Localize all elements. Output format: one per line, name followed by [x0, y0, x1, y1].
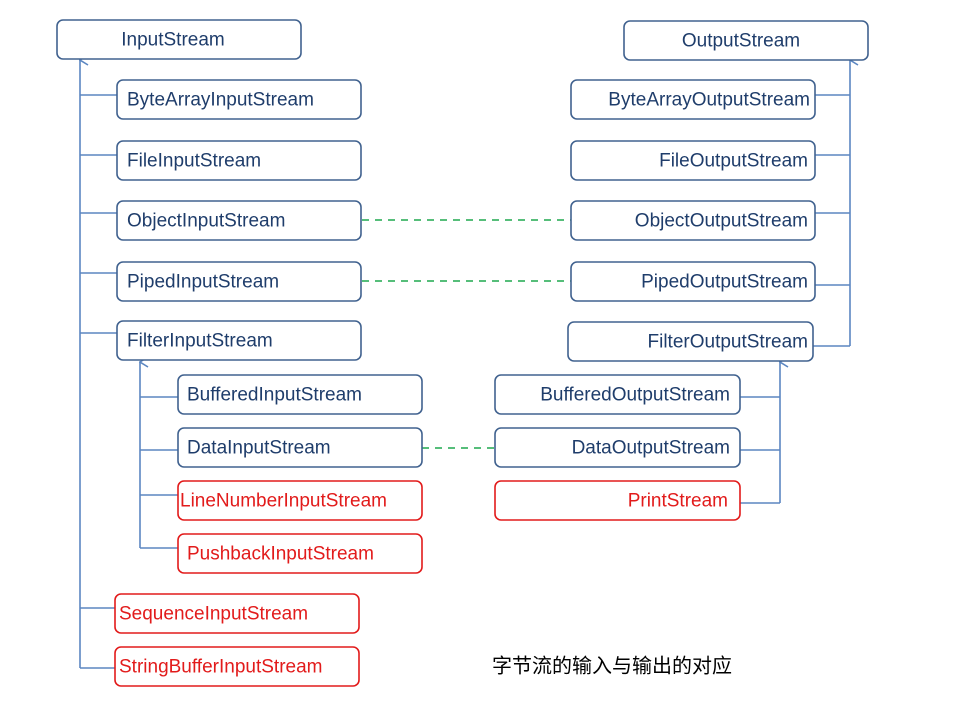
file-input-stream-node: FileInputStream — [116, 140, 362, 181]
sequence-input-stream-node: SequenceInputStream — [114, 593, 360, 634]
line-number-input-stream-node: LineNumberInputStream — [177, 480, 423, 521]
print-stream-label: PrintStream — [628, 491, 728, 512]
filter-input-stream-box — [116, 320, 362, 361]
piped-output-stream-box — [570, 261, 816, 302]
buffered-output-stream-label: BufferedOutputStream — [540, 385, 730, 406]
object-output-stream-box — [570, 200, 816, 241]
byte-array-input-stream-node: ByteArrayInputStream — [116, 79, 362, 120]
file-output-stream-box — [570, 140, 816, 181]
inheritance-connectors — [80, 60, 850, 669]
byte-array-output-stream-label: ByteArrayOutputStream — [608, 90, 810, 111]
buffered-input-stream-box — [177, 374, 423, 415]
output-stream-node: OutputStream — [623, 20, 869, 61]
filter-output-stream-node: FilterOutputStream — [567, 321, 814, 362]
buffered-input-stream-node: BufferedInputStream — [177, 374, 423, 415]
data-output-stream-label: DataOutputStream — [572, 438, 730, 459]
file-input-stream-box — [116, 140, 362, 181]
input-stream-box — [56, 19, 302, 60]
piped-input-stream-box — [116, 261, 362, 302]
filter-output-stream-box — [567, 321, 814, 362]
object-input-stream-node: ObjectInputStream — [116, 200, 362, 241]
filter-output-stream-label: FilterOutputStream — [648, 332, 809, 353]
file-output-stream-label: FileOutputStream — [659, 151, 808, 172]
object-output-stream-node: ObjectOutputStream — [570, 200, 816, 241]
piped-output-stream-label: PipedOutputStream — [641, 272, 808, 293]
filter-input-stream-label: FilterInputStream — [127, 331, 273, 352]
string-buffer-input-stream-node: StringBufferInputStream — [114, 646, 360, 687]
buffered-output-stream-box — [494, 374, 741, 415]
sequence-input-stream-label: SequenceInputStream — [119, 604, 308, 625]
object-output-stream-label: ObjectOutputStream — [635, 211, 808, 232]
pushback-input-stream-node: PushbackInputStream — [177, 533, 423, 574]
file-output-stream-node: FileOutputStream — [570, 140, 816, 181]
correspondence-links — [362, 219, 571, 449]
sequence-input-stream-box — [114, 593, 360, 634]
data-output-stream-box — [494, 427, 741, 468]
filter-input-stream-node: FilterInputStream — [116, 320, 362, 361]
byte-array-input-stream-label: ByteArrayInputStream — [127, 90, 314, 111]
piped-output-stream-node: PipedOutputStream — [570, 261, 816, 302]
byte-array-input-stream-box — [116, 79, 362, 120]
pushback-input-stream-box — [177, 533, 423, 574]
output-stream-box — [623, 20, 869, 61]
piped-input-stream-label: PipedInputStream — [127, 272, 279, 293]
object-input-stream-box — [116, 200, 362, 241]
file-input-stream-label: FileInputStream — [127, 151, 261, 172]
string-buffer-input-stream-box — [114, 646, 360, 687]
data-input-stream-node: DataInputStream — [177, 427, 423, 468]
input-stream-label: InputStream — [121, 30, 225, 51]
buffered-input-stream-label: BufferedInputStream — [187, 385, 362, 406]
diagram-caption: 字节流的输入与输出的对应 — [492, 654, 732, 678]
print-stream-box — [494, 480, 741, 521]
data-input-stream-box — [177, 427, 423, 468]
print-stream-node: PrintStream — [494, 480, 741, 521]
input-stream-node: InputStream — [56, 19, 302, 60]
string-buffer-input-stream-label: StringBufferInputStream — [119, 657, 322, 678]
data-input-stream-label: DataInputStream — [187, 438, 331, 459]
line-number-input-stream-label: LineNumberInputStream — [180, 491, 387, 512]
byte-array-output-stream-node: ByteArrayOutputStream — [570, 79, 816, 120]
piped-input-stream-node: PipedInputStream — [116, 261, 362, 302]
object-input-stream-label: ObjectInputStream — [127, 211, 285, 232]
pushback-input-stream-label: PushbackInputStream — [187, 544, 374, 565]
byte-array-output-stream-box — [570, 79, 816, 120]
line-number-input-stream-box — [177, 480, 423, 521]
data-output-stream-node: DataOutputStream — [494, 427, 741, 468]
buffered-output-stream-node: BufferedOutputStream — [494, 374, 741, 415]
output-stream-label: OutputStream — [682, 31, 800, 52]
